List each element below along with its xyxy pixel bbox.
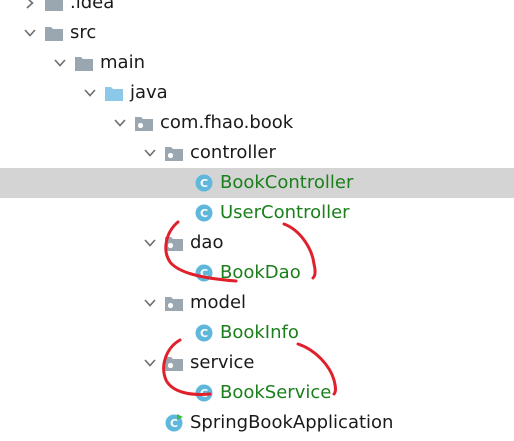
- spring-boot-class-icon: C: [164, 413, 184, 433]
- svg-text:C: C: [170, 417, 178, 430]
- class-icon: C: [194, 383, 214, 403]
- tree-item-label: src: [70, 22, 97, 43]
- tree-row-java[interactable]: java: [0, 78, 514, 108]
- tree-row-bookdao[interactable]: C BookDao: [0, 258, 514, 288]
- chevron-down-icon[interactable]: [22, 25, 38, 41]
- tree-item-label: .idea: [70, 0, 115, 13]
- tree-row-model[interactable]: model: [0, 288, 514, 318]
- tree-row-service[interactable]: service: [0, 348, 514, 378]
- chevron-down-icon[interactable]: [142, 145, 158, 161]
- tree-row-controller[interactable]: controller: [0, 138, 514, 168]
- source-folder-icon: [104, 83, 124, 103]
- tree-row-idea[interactable]: .idea: [0, 0, 514, 18]
- tree-item-label: BookInfo: [220, 322, 299, 343]
- svg-text:C: C: [200, 267, 208, 280]
- tree-item-label: SpringBookApplication: [190, 412, 394, 433]
- chevron-down-icon[interactable]: [82, 85, 98, 101]
- svg-text:C: C: [200, 207, 208, 220]
- svg-text:C: C: [200, 327, 208, 340]
- chevron-down-icon[interactable]: [142, 355, 158, 371]
- chevron-down-icon[interactable]: [52, 55, 68, 71]
- package-icon: [164, 233, 184, 253]
- package-icon: [164, 293, 184, 313]
- class-icon: C: [194, 173, 214, 193]
- chevron-down-icon[interactable]: [142, 295, 158, 311]
- tree-row-main[interactable]: main: [0, 48, 514, 78]
- tree-row-usercontroller[interactable]: C UserController: [0, 198, 514, 228]
- tree-item-label: UserController: [220, 202, 350, 223]
- tree-item-label: controller: [190, 142, 276, 163]
- class-icon: C: [194, 263, 214, 283]
- folder-icon: [74, 53, 94, 73]
- tree-row-bookinfo[interactable]: C BookInfo: [0, 318, 514, 348]
- svg-text:C: C: [200, 387, 208, 400]
- chevron-down-icon[interactable]: [142, 235, 158, 251]
- package-icon: [164, 143, 184, 163]
- tree-item-label: service: [190, 352, 255, 373]
- chevron-down-icon[interactable]: [112, 115, 128, 131]
- tree-row-dao[interactable]: dao: [0, 228, 514, 258]
- tree-item-label: dao: [190, 232, 224, 253]
- tree-row-bookservice[interactable]: C BookService: [0, 378, 514, 408]
- class-icon: C: [194, 203, 214, 223]
- tree-item-label: BookService: [220, 382, 332, 403]
- package-icon: [164, 353, 184, 373]
- chevron-right-icon[interactable]: [22, 0, 38, 11]
- package-icon: [134, 113, 154, 133]
- svg-text:C: C: [200, 177, 208, 190]
- tree-row-src[interactable]: src: [0, 18, 514, 48]
- tree-row-bookcontroller[interactable]: C BookController: [0, 168, 514, 198]
- folder-icon: [44, 0, 64, 13]
- tree-item-label: main: [100, 52, 145, 73]
- tree-row-springbookapplication[interactable]: C SpringBookApplication: [0, 408, 514, 438]
- folder-icon: [44, 23, 64, 43]
- tree-item-label: com.fhao.book: [160, 112, 294, 133]
- tree-item-label: model: [190, 292, 247, 313]
- class-icon: C: [194, 323, 214, 343]
- tree-item-label: BookDao: [220, 262, 301, 283]
- tree-item-label: java: [130, 82, 168, 103]
- tree-item-label: BookController: [220, 172, 354, 193]
- tree-row-com-fhao-book[interactable]: com.fhao.book: [0, 108, 514, 138]
